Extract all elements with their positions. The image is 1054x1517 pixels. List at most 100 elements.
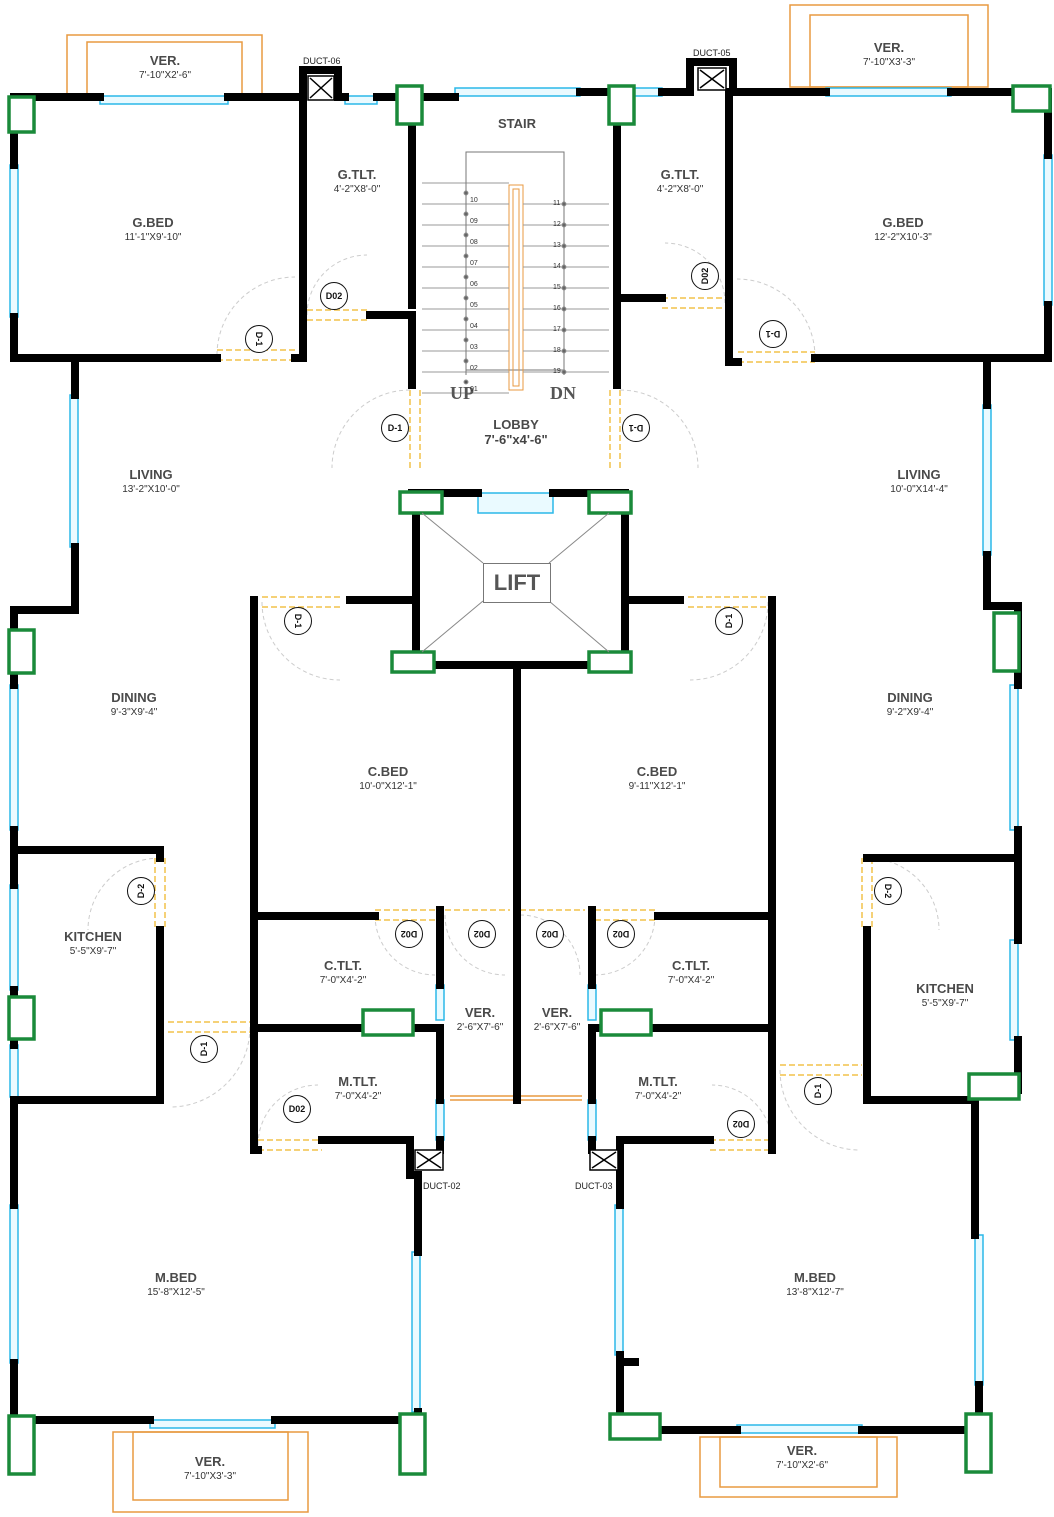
door-tag: D02 xyxy=(727,1110,755,1138)
room-dim-kitchen-r: 5'-5"X9'-7" xyxy=(921,998,969,1009)
windows xyxy=(9,87,1053,1434)
door-tag: D02 xyxy=(468,920,496,948)
door-tag: D-2 xyxy=(127,877,155,905)
stair-step-number: 12 xyxy=(553,221,561,228)
room-name-ctlt-r: C.TLT. xyxy=(671,958,711,973)
room-dim-ctlt-l: 7'-0"X4'-2" xyxy=(319,975,367,986)
room-dim-ver-bl: 7'-10"X3'-3" xyxy=(183,1471,237,1482)
stair-step-number: 05 xyxy=(470,302,478,309)
room-name-living-l: LIVING xyxy=(129,467,173,482)
door-tag: D02 xyxy=(691,262,719,290)
room-name-ver-ml: VER. xyxy=(464,1005,496,1020)
door-tag: D-1 xyxy=(715,607,743,635)
stair-step-number: 18 xyxy=(553,347,561,354)
room-dim-mbed-l: 15'-8"X12'-5" xyxy=(147,1287,205,1298)
stair-step-number: 06 xyxy=(470,281,478,288)
stair-step-number: 03 xyxy=(470,344,478,351)
room-dim-living-r: 10'-0"X14'-4" xyxy=(890,484,948,495)
room-dim-cbed-l: 10'-0"X12'-1" xyxy=(359,781,417,792)
room-name-ver-mr: VER. xyxy=(541,1005,573,1020)
stair-step-dot xyxy=(463,379,469,385)
stair xyxy=(465,151,565,391)
door-tag: D02 xyxy=(607,920,635,948)
stair-step-number: 15 xyxy=(553,284,561,291)
columns xyxy=(7,84,1052,1476)
stair-step-number: 02 xyxy=(470,365,478,372)
room-dim-living-l: 13'-2"X10'-0" xyxy=(122,484,180,495)
stair-step-number: 16 xyxy=(553,305,561,312)
door-tag: D02 xyxy=(283,1095,311,1123)
room-dim-mbed-r: 13'-8"X12'-7" xyxy=(786,1287,844,1298)
stair-treads xyxy=(422,182,609,394)
room-name-gtlt-r: G.TLT. xyxy=(660,167,700,182)
room-name-kitchen-l: KITCHEN xyxy=(64,929,122,944)
room-dim-ctlt-r: 7'-0"X4'-2" xyxy=(667,975,715,986)
room-name-gtlt-l: G.TLT. xyxy=(337,167,377,182)
door-tag: D-1 xyxy=(804,1077,832,1105)
door-tag: D-1 xyxy=(381,414,409,442)
room-dim-dining-l: 9'-3"X9'-4" xyxy=(110,707,158,718)
door-tag: D-1 xyxy=(245,325,273,353)
room-dim-gbed-r: 12'-2"X10'-3" xyxy=(874,232,932,243)
stair-up-label: UP xyxy=(450,383,474,403)
duct-label-05: DUCT-05 xyxy=(693,48,731,58)
room-dim-ver-ml: 2'-6"X7'-6" xyxy=(456,1022,504,1033)
stair-step-number: 01 xyxy=(470,386,478,393)
door-tag: D02 xyxy=(320,282,348,310)
stair-step-number: 10 xyxy=(470,197,478,204)
duct-label-02: DUCT-02 xyxy=(423,1181,461,1191)
room-dim-cbed-r: 9'-11"X12'-1" xyxy=(628,781,686,792)
room-name-stair: STAIR xyxy=(497,116,537,131)
duct-label-06: DUCT-06 xyxy=(303,56,341,66)
room-name-gbed-r: G.BED xyxy=(882,215,924,230)
room-name-cbed-l: C.BED xyxy=(367,764,409,779)
duct-label-03: DUCT-03 xyxy=(575,1181,613,1191)
room-dim-ver-br: 7'-10"X2'-6" xyxy=(775,1460,829,1471)
stair-step-number: 07 xyxy=(470,260,478,267)
stair-arrows xyxy=(465,182,565,375)
room-name-living-r: LIVING xyxy=(897,467,941,482)
stair-step-number: 08 xyxy=(470,239,478,246)
room-dim-mtlt-r: 7'-0"X4'-2" xyxy=(634,1091,682,1102)
stair-down-label: DN xyxy=(550,383,576,403)
room-name-mtlt-l: M.TLT. xyxy=(338,1074,378,1089)
room-name-ver-tl: VER. xyxy=(149,53,181,68)
door-tag: D-1 xyxy=(190,1035,218,1063)
room-dim-gtlt-r: 4'-2"X8'-0" xyxy=(656,184,704,195)
room-dim-ver-mr: 2'-6"X7'-6" xyxy=(533,1022,581,1033)
room-name-cbed-r: C.BED xyxy=(636,764,678,779)
room-dim-dining-r: 9'-2"X9'-4" xyxy=(886,707,934,718)
stair-step-number: 19 xyxy=(553,368,561,375)
stair-step-number: 11 xyxy=(553,200,561,207)
room-name-gbed-l: G.BED xyxy=(132,215,174,230)
door-tag: D-1 xyxy=(284,607,312,635)
door-tag: D-1 xyxy=(622,414,650,442)
room-name-mbed-r: M.BED xyxy=(794,1270,836,1285)
ducts xyxy=(307,67,727,1171)
stair-step-number: 14 xyxy=(553,263,561,270)
stair-step-number: 09 xyxy=(470,218,478,225)
door-tag: D-2 xyxy=(874,877,902,905)
lobby-name: LOBBY xyxy=(493,417,539,432)
stair-step-number: 04 xyxy=(470,323,478,330)
door-swings xyxy=(87,242,940,1151)
door-tag: D02 xyxy=(536,920,564,948)
room-name-kitchen-r: KITCHEN xyxy=(916,981,974,996)
room-name-mbed-l: M.BED xyxy=(155,1270,197,1285)
stair-step-number: 17 xyxy=(553,326,561,333)
lobby-dim: 7'-6"x4'-6" xyxy=(484,432,548,447)
stair-step-number: 13 xyxy=(553,242,561,249)
room-name-ver-br: VER. xyxy=(786,1443,818,1458)
room-dim-kitchen-l: 5'-5"X9'-7" xyxy=(69,946,117,957)
verandah-outlines xyxy=(66,4,989,1513)
room-name-ver-bl: VER. xyxy=(194,1454,226,1469)
room-dim-gtlt-l: 4'-2"X8'-0" xyxy=(333,184,381,195)
room-name-mtlt-r: M.TLT. xyxy=(638,1074,678,1089)
lift-shaft xyxy=(421,512,610,653)
room-dim-ver-tr: 7'-10"X3'-3" xyxy=(862,57,916,68)
room-dim-ver-tl: 7'-10"X2'-6" xyxy=(138,70,192,81)
lift-label: LIFT xyxy=(483,563,551,603)
room-name-ctlt-l: C.TLT. xyxy=(323,958,363,973)
room-name-dining-r: DINING xyxy=(887,690,933,705)
